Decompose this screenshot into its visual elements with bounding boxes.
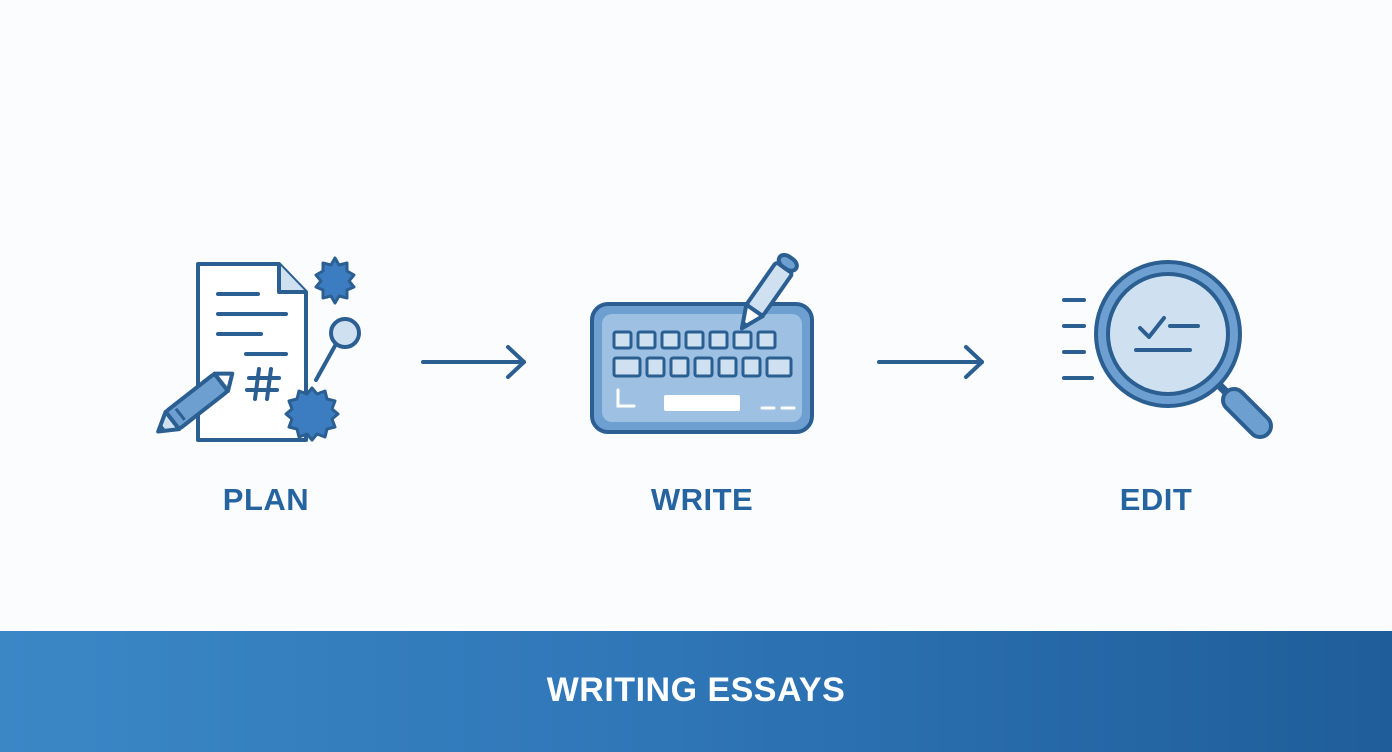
process-diagram: PLAN — [156, 253, 1273, 517]
keyboard-pencil-icon — [590, 253, 814, 434]
step-label-edit: EDIT — [1119, 482, 1193, 517]
document-pencil-icon — [156, 256, 361, 442]
arrow-right-icon — [421, 345, 526, 379]
arrow-right-icon — [877, 345, 984, 379]
magnifier-check-icon — [1062, 260, 1273, 439]
title-banner: WRITING ESSAYS — [0, 631, 1392, 752]
step-label-plan: PLAN — [222, 482, 310, 517]
step-label-write: WRITE — [650, 482, 754, 517]
banner-title: WRITING ESSAYS — [546, 671, 846, 709]
